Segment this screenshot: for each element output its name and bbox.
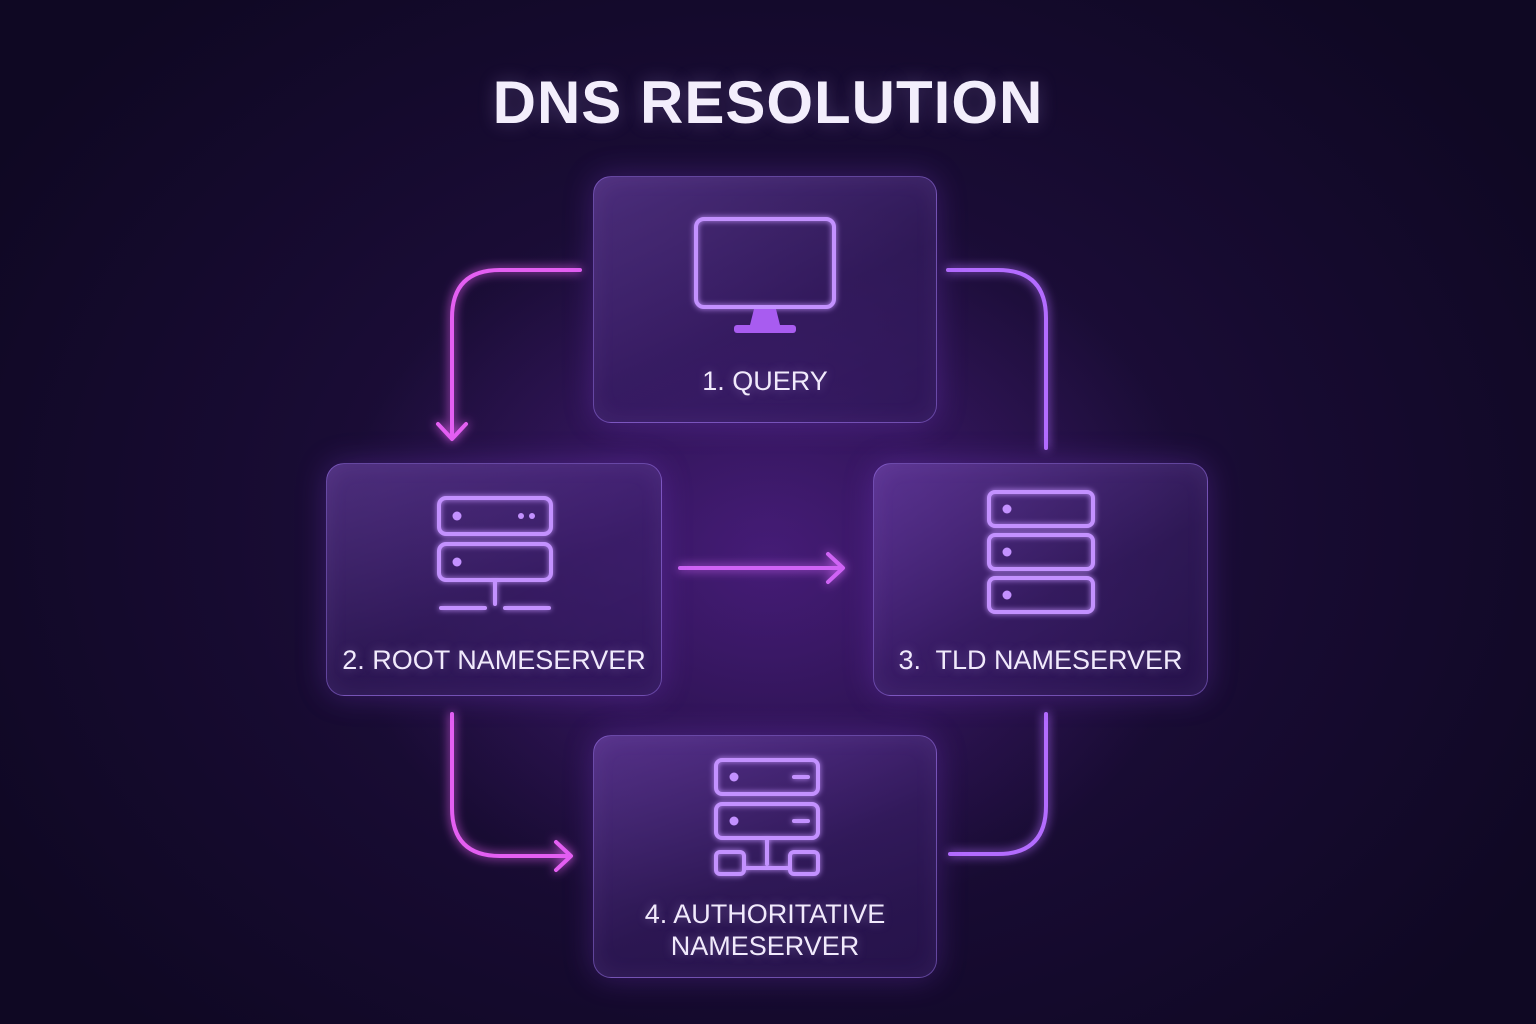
diagram-title: DNS RESOLUTION — [492, 69, 1044, 136]
node-auth-label: 4. AUTHORITATIVE NAMESERVER — [644, 899, 886, 961]
node-root-nameserver: 2. ROOT NAMESERVER — [326, 463, 662, 696]
server-stack-icon — [987, 490, 1095, 614]
server-icon — [437, 496, 553, 610]
arrowhead-tld — [826, 552, 845, 584]
edge-tld-to-auth — [948, 712, 1048, 856]
arrowhead-auth — [554, 840, 573, 872]
node-query-label: 1. QUERY — [702, 366, 828, 396]
arrowhead-root — [436, 422, 468, 441]
node-authoritative-nameserver: 4. AUTHORITATIVE NAMESERVER — [593, 735, 937, 978]
node-tld-nameserver: 3. TLD NAMESERVER — [873, 463, 1208, 696]
edge-root-to-auth — [450, 712, 572, 858]
edge-query-to-tld — [946, 268, 1048, 450]
server-icon — [714, 758, 820, 876]
edge-query-to-root — [450, 268, 582, 440]
node-tld-label: 3. TLD NAMESERVER — [898, 645, 1183, 675]
node-query: 1. QUERY — [593, 176, 937, 423]
node-root-label: 2. ROOT NAMESERVER — [342, 645, 646, 675]
monitor-icon — [694, 217, 836, 333]
